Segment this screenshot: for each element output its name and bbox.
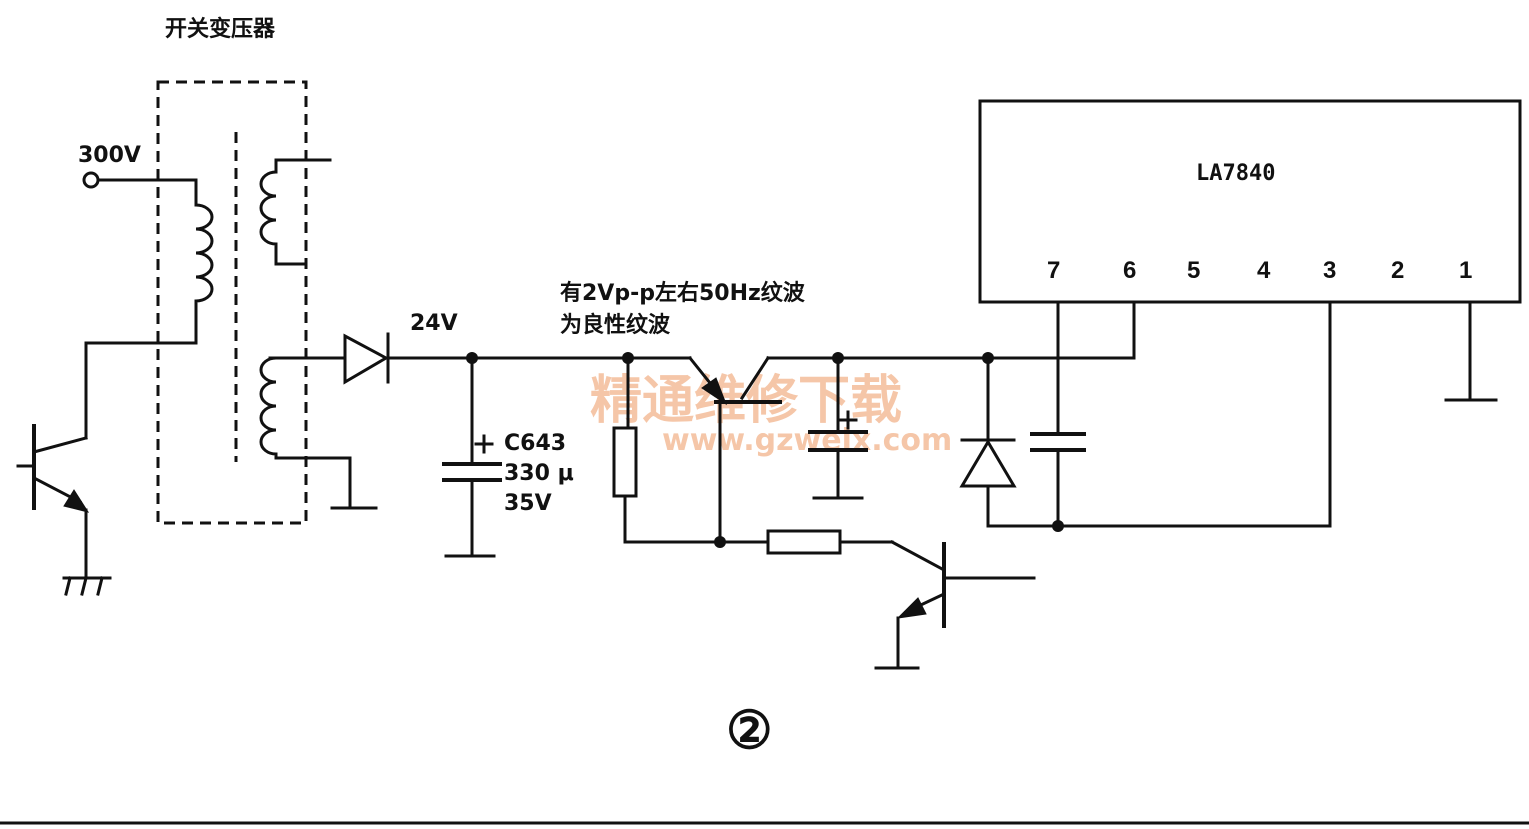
figure-marker: ② xyxy=(726,700,773,761)
wire-pin3-return xyxy=(1056,300,1332,528)
rectified-voltage-label: 24V xyxy=(410,311,458,336)
switch-transistor xyxy=(16,424,90,580)
ic-pin-1: 1 xyxy=(1459,257,1472,284)
chassis-ground xyxy=(62,576,112,596)
transformer-outline xyxy=(156,80,308,525)
ic-pin-4: 4 xyxy=(1257,257,1271,284)
ic-pin-2: 2 xyxy=(1391,257,1404,284)
ripple-note-line1: 有2Vp-p左右50Hz纹波 xyxy=(560,280,806,306)
ic-pin-7: 7 xyxy=(1047,257,1060,284)
ic-pin-6: 6 xyxy=(1123,257,1136,284)
wire-primary-collector xyxy=(84,316,198,440)
ic-name-label: LA7840 xyxy=(1196,161,1275,186)
ic-pin-5: 5 xyxy=(1187,257,1200,284)
cap-voltage-label: 35V xyxy=(504,491,552,516)
bias-resistor-horizontal xyxy=(718,529,894,555)
bias-resistor-vertical xyxy=(612,356,722,544)
filter-capacitor-c643 xyxy=(442,356,502,558)
control-transistor xyxy=(874,539,1036,670)
input-voltage-label: 300V xyxy=(78,143,141,168)
rectifier-diode xyxy=(338,332,474,385)
input-terminal xyxy=(82,171,100,189)
protection-diode xyxy=(959,356,1060,528)
ic-pin-3: 3 xyxy=(1323,257,1336,284)
ripple-note-line2: 为良性纹波 xyxy=(560,312,671,338)
output-capacitor xyxy=(808,356,868,500)
pin1-ground xyxy=(1444,300,1498,402)
secondary-ground xyxy=(330,456,378,510)
secondary-winding-lower xyxy=(259,356,352,460)
cap-value-label: 330 μ xyxy=(504,461,574,486)
wire-to-pin6 xyxy=(836,300,1136,360)
watermark-url: www.gzweix.com xyxy=(662,423,952,458)
secondary-winding-upper xyxy=(259,158,332,266)
pass-transistor xyxy=(687,355,840,544)
primary-winding xyxy=(194,178,214,320)
cap-name-label: C643 xyxy=(504,431,566,456)
pin7-capacitor xyxy=(1030,300,1086,528)
transformer-label: 开关变压器 xyxy=(165,16,276,42)
ic-la7840-body xyxy=(978,99,1522,304)
